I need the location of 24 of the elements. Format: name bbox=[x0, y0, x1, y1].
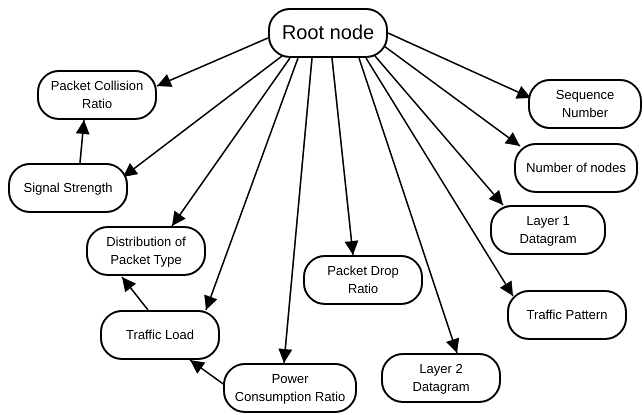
arrow bbox=[384, 45, 520, 147]
node-box: Packet Drop Ratio bbox=[303, 255, 423, 305]
node-box: Layer 1 Datagram bbox=[490, 205, 606, 255]
arrow bbox=[278, 58, 313, 364]
arrow bbox=[122, 55, 282, 178]
node-box: Number of nodes bbox=[514, 143, 638, 193]
arrow bbox=[171, 58, 291, 226]
arrow bbox=[358, 58, 460, 354]
node-box: Packet Collision Ratio bbox=[37, 70, 157, 120]
root-node-box: Root node bbox=[268, 8, 388, 58]
arrow bbox=[365, 58, 514, 296]
arrow bbox=[156, 37, 268, 87]
node-box: Distribution of Packet Type bbox=[86, 226, 206, 276]
arrow bbox=[121, 276, 149, 310]
node-box: Sequence Number bbox=[528, 79, 642, 129]
arrow bbox=[331, 58, 358, 256]
arrow bbox=[204, 58, 299, 310]
arrow bbox=[76, 120, 90, 164]
node-box: Traffic Pattern bbox=[507, 290, 627, 340]
arrow bbox=[374, 55, 504, 206]
node-box: Power Consumption Ratio bbox=[223, 363, 357, 413]
node-box: Layer 2 Datagram bbox=[381, 353, 501, 403]
node-box: Traffic Load bbox=[100, 310, 220, 360]
node-box: Signal Strength bbox=[8, 163, 128, 213]
